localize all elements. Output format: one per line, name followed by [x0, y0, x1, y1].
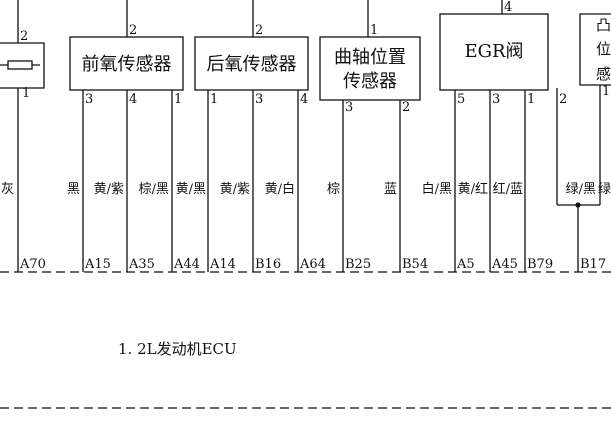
pin-label: 1 — [22, 86, 30, 101]
terminal-label: B54 — [402, 257, 428, 272]
terminal-label: A45 — [491, 257, 518, 272]
right-component-box — [579, 13, 611, 86]
left-partial-component: 2 1 — [0, 0, 45, 272]
pin-label: 3 — [85, 92, 93, 107]
egr-valve-box — [439, 13, 549, 91]
front-o2-sensor-label: 前氧传感器 — [82, 54, 172, 75]
right-partial-component: 凸 位 感 2 1 — [556, 13, 611, 272]
crankshaft-sensor-box — [319, 36, 421, 101]
wire-color-label: 白/黑 — [422, 181, 452, 197]
terminal-label: B79 — [527, 257, 553, 272]
wire-color-label: 蓝 — [384, 182, 397, 197]
pin-label: 3 — [492, 92, 500, 107]
ecu-block: 1. 2L发动机ECU — [0, 271, 611, 409]
pin-label: 1 — [210, 92, 218, 107]
egr-valve-label: EGR阀 — [464, 41, 523, 62]
terminal-label: A70 — [19, 257, 46, 272]
rear-o2-sensor-label: 后氧传感器 — [207, 54, 297, 75]
terminal-label: B17 — [580, 257, 606, 272]
terminal-label: A5 — [456, 257, 475, 272]
pin-label: 4 — [129, 92, 137, 107]
terminal-label: A14 — [209, 257, 236, 272]
terminal-label: A64 — [299, 257, 326, 272]
pin-label: 2 — [402, 100, 410, 115]
egr-valve: EGR阀 4 5 3 1 — [439, 0, 549, 272]
pin-label: 1 — [602, 84, 610, 99]
right-component-label-line-3: 感 — [596, 65, 611, 83]
wire-color-label: 黄/紫 — [220, 182, 250, 197]
wire-color-label: 灰 — [1, 182, 14, 197]
wire-color-label: 黄/黑 — [176, 182, 206, 197]
wire-color-label: 红/蓝 — [493, 181, 523, 197]
wire-color-label: 黄/白 — [265, 181, 295, 197]
crankshaft-sensor-label-line-1: 曲轴位置 — [334, 47, 406, 68]
front-o2-sensor-box — [69, 36, 184, 91]
pin-label: 3 — [255, 92, 263, 107]
wire-color-label: 棕/黑 — [139, 182, 169, 197]
terminal-label: B16 — [255, 257, 281, 272]
terminal-label: A15 — [84, 257, 111, 272]
rear-o2-sensor-box — [194, 36, 309, 91]
right-component-label-line-2: 位 — [596, 40, 611, 58]
front-o2-sensor: 前氧传感器 2 3 4 1 — [69, 0, 184, 272]
ecu-label: 1. 2L发动机ECU — [118, 340, 237, 358]
wire-color-labels: 灰 黑 黄/紫 棕/黑 黄/黑 黄/紫 黄/白 棕 蓝 白/黑 黄/红 红/蓝 … — [1, 181, 611, 197]
pin-label: 2 — [559, 92, 567, 107]
pin-label: 5 — [457, 92, 465, 107]
right-component-label-line-1: 凸 — [596, 16, 611, 34]
pin-label: 1 — [174, 92, 182, 107]
wire-color-label: 黄/红 — [458, 181, 488, 197]
rear-o2-sensor: 后氧传感器 2 1 3 4 — [194, 0, 309, 272]
ecu-terminal-labels: A70 A15 A35 A44 A14 B16 A64 B25 B54 A5 A… — [19, 257, 606, 272]
pin-label: 1 — [527, 92, 535, 107]
terminal-label: B25 — [345, 257, 371, 272]
pin-label: 2 — [20, 29, 28, 44]
wire-color-label: 黑 — [67, 182, 80, 197]
terminal-label: A44 — [173, 257, 200, 272]
pin-label: 2 — [129, 23, 137, 38]
pin-label: 3 — [345, 100, 353, 115]
wire-color-label: 黄/紫 — [94, 182, 124, 197]
terminal-label: A35 — [128, 257, 155, 272]
wire-color-label: 棕 — [327, 182, 340, 197]
resistor-symbol — [7, 60, 33, 70]
crankshaft-position-sensor: 曲轴位置 传感器 1 3 2 — [319, 0, 421, 272]
pin-label: 2 — [255, 23, 263, 38]
pin-label: 4 — [504, 0, 512, 15]
left-component-box — [0, 42, 45, 89]
pin-label: 1 — [370, 23, 378, 38]
crankshaft-sensor-label-line-2: 传感器 — [343, 71, 397, 92]
wire-color-label: 绿/黑 — [566, 182, 596, 197]
pin-label: 4 — [300, 92, 308, 107]
wire-color-label: 绿 — [598, 182, 611, 197]
